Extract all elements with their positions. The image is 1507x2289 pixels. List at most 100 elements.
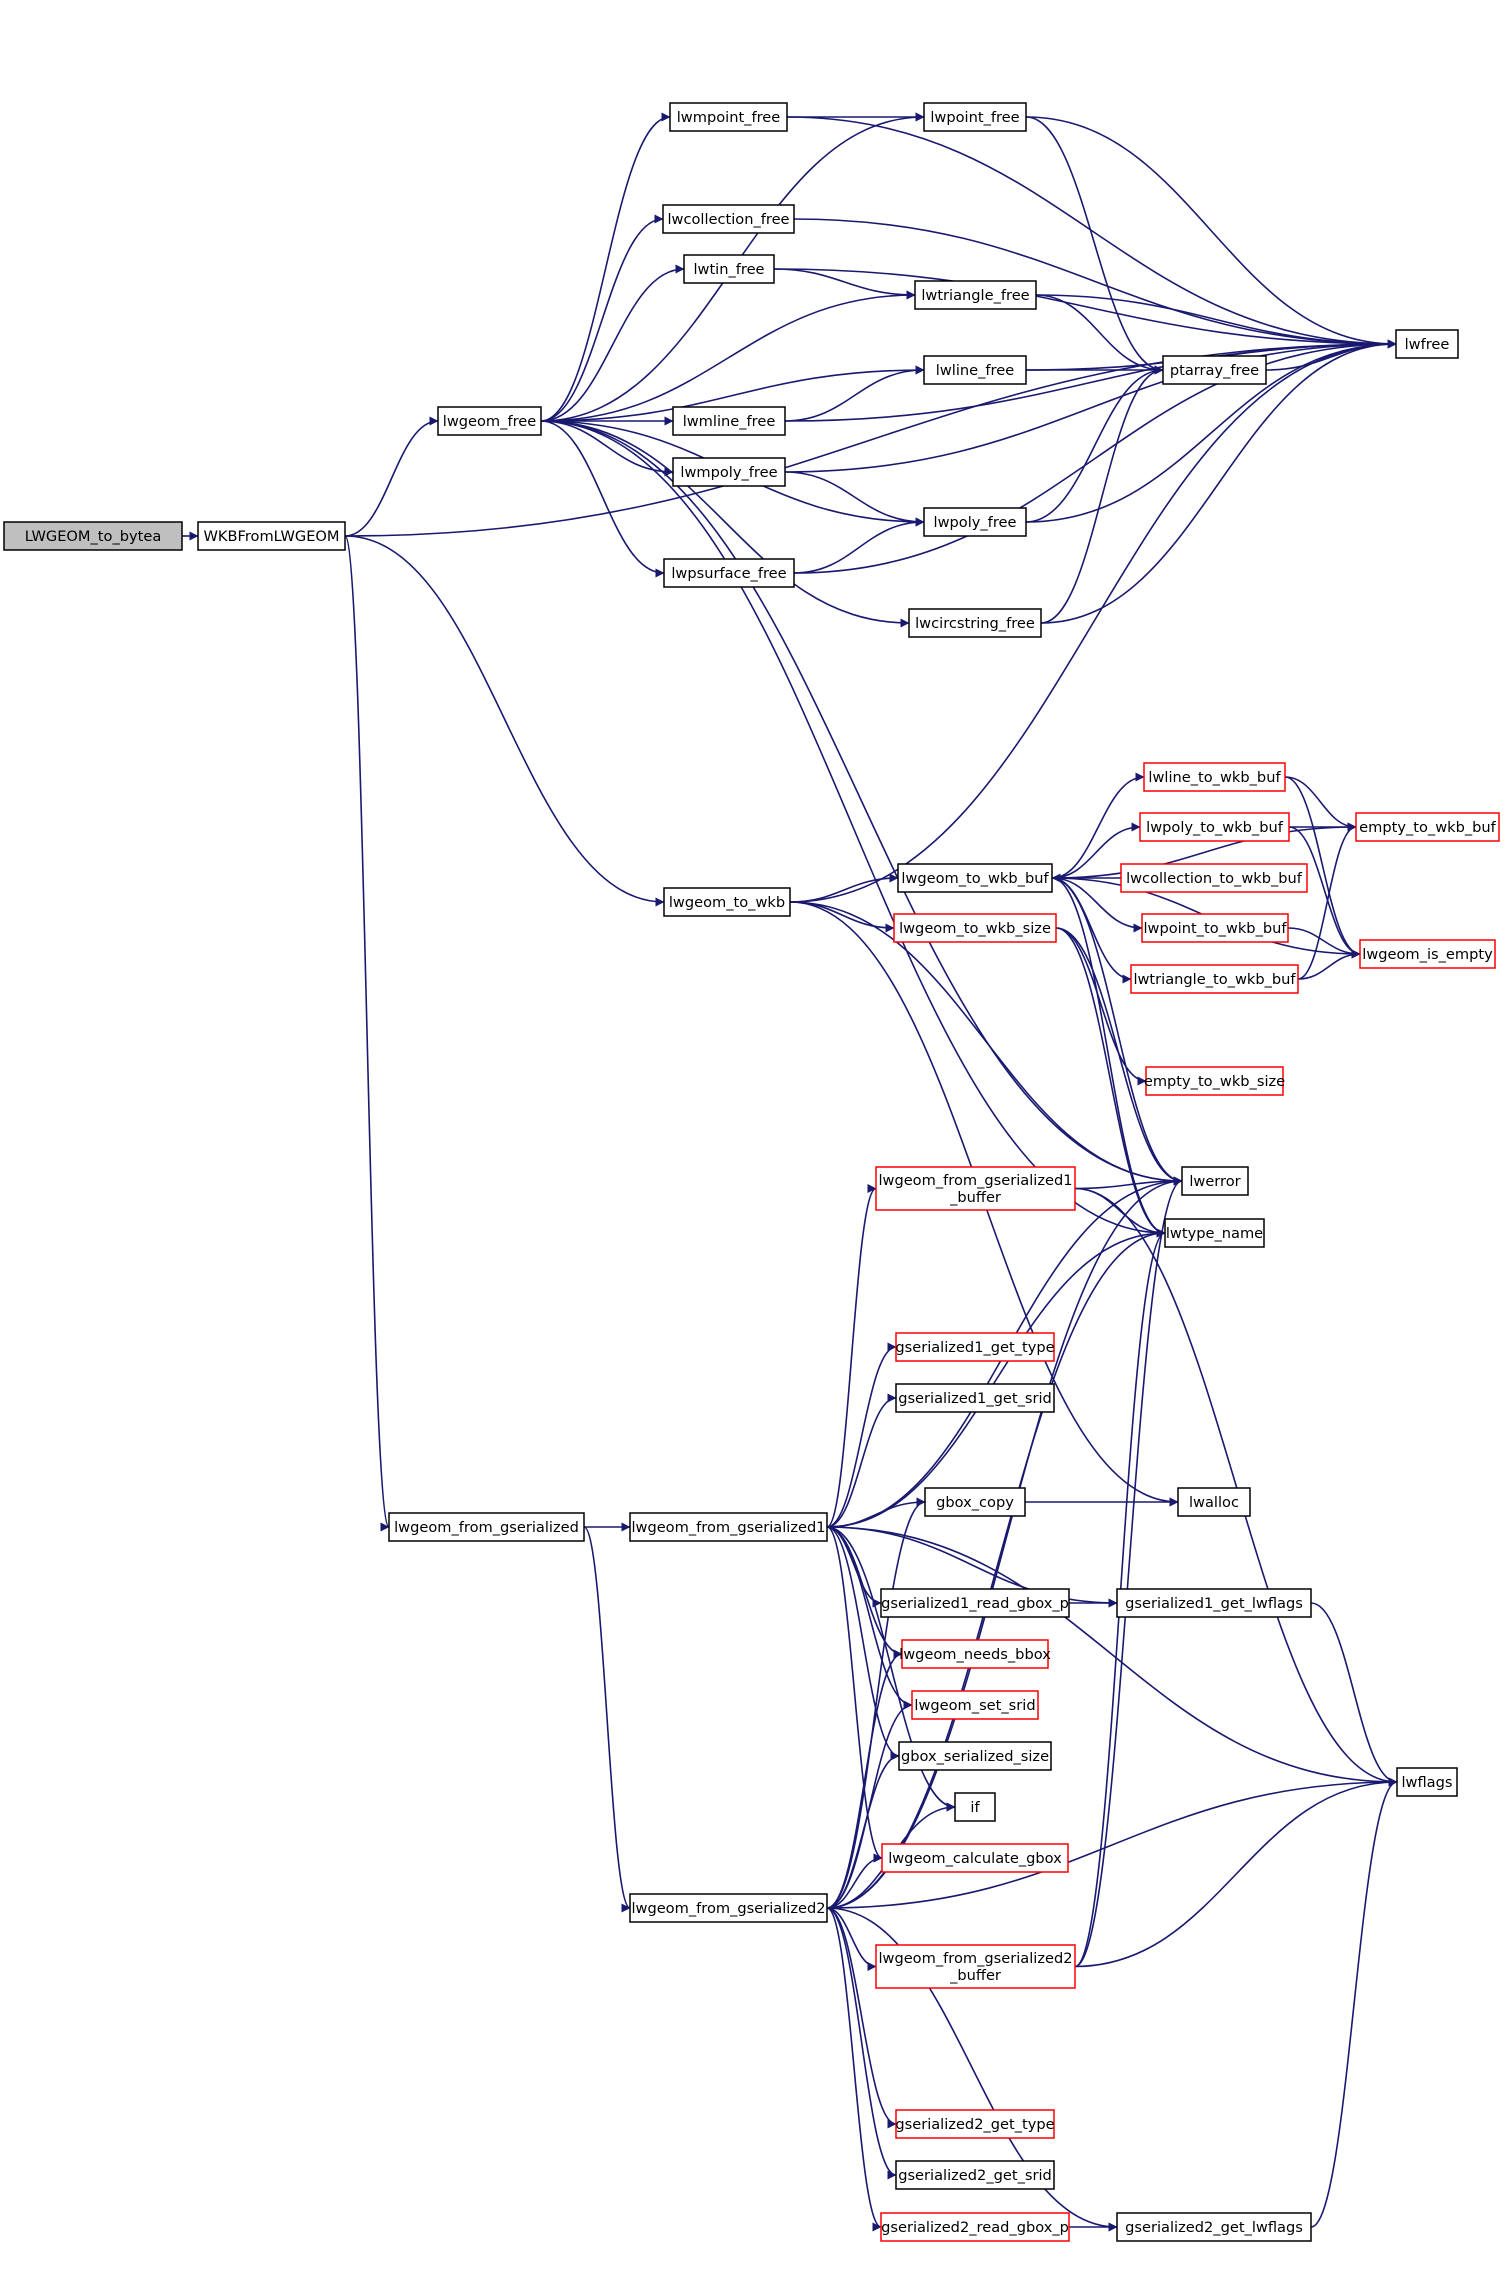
edge-lgtwb-to-lptwb <box>1051 877 1143 933</box>
edge-lpoltwb-to-lgie <box>1288 826 1361 959</box>
node-lmpolf[interactable]: lwmpoly_free <box>672 457 786 487</box>
node-lgfg2b[interactable]: lwgeom_from_gserialized2_buffer <box>875 1944 1076 1989</box>
node-box <box>662 204 795 234</box>
edge-lgtw-to-lwerror <box>789 901 1183 1186</box>
node-lcsf[interactable]: lwcircstring_free <box>908 608 1042 638</box>
node-lgf[interactable]: lwgeom_free <box>437 406 542 436</box>
node-lpf[interactable]: lwpoint_free <box>923 102 1027 132</box>
node-lwalloc[interactable]: lwalloc <box>1177 1487 1251 1517</box>
node-label: lwalloc <box>1189 1494 1239 1511</box>
node-box <box>1139 812 1290 842</box>
edge-lgf-to-lmpf <box>540 112 671 422</box>
node-lgtwb[interactable]: lwgeom_to_wkb_buf <box>897 863 1053 893</box>
node-if[interactable]: if <box>954 1792 996 1822</box>
node-lcf[interactable]: lwcollection_free <box>662 204 795 234</box>
node-ltinf[interactable]: lwtin_free <box>683 254 775 284</box>
node-lgfg1[interactable]: lwgeom_from_gserialized1 <box>629 1512 828 1542</box>
edge-lgf-to-lcsf <box>540 420 910 628</box>
edge-lpsf-to-lpolf <box>793 517 925 574</box>
node-lpolf[interactable]: lwpoly_free <box>923 507 1027 537</box>
node-box <box>898 1741 1052 1771</box>
node-etwb[interactable]: empty_to_wkb_buf <box>1355 812 1500 842</box>
node-label: lwline_to_wkb_buf <box>1148 769 1281 786</box>
node-lgtws[interactable]: lwgeom_to_wkb_size <box>893 913 1057 943</box>
node-ltrtwb[interactable]: lwtriangle_to_wkb_buf <box>1130 964 1299 994</box>
node-lmlf[interactable]: lwmline_free <box>672 406 786 436</box>
node-lgfg[interactable]: lwgeom_from_gserialized <box>388 1512 585 1542</box>
node-label: lwgeom_to_wkb_buf <box>901 870 1049 887</box>
edge-ltrf-to-ptf <box>1035 294 1164 375</box>
node-label: gserialized1_get_lwflags <box>1125 1595 1303 1612</box>
node-label: lwpoly_free <box>934 514 1017 531</box>
node-lltwb[interactable]: lwline_to_wkb_buf <box>1143 762 1286 792</box>
edge-lltwb-to-lgie <box>1284 776 1361 959</box>
node-label: lwgeom_to_wkb_size <box>899 920 1051 937</box>
node-lpsf[interactable]: lwpsurface_free <box>663 558 795 588</box>
edge-lcf-to-lwfree <box>793 218 1397 349</box>
node-label: lwgeom_calculate_gbox <box>888 1850 1062 1867</box>
node-lctwb[interactable]: lwcollection_to_wkb_buf <box>1120 863 1308 893</box>
edge-lgtwb-to-etwb <box>1051 822 1357 879</box>
node-label: lwtin_free <box>693 261 764 278</box>
node-lgie[interactable]: lwgeom_is_empty <box>1359 939 1496 969</box>
node-box <box>924 1487 1026 1517</box>
edge-lgf-to-ltinf <box>540 264 685 422</box>
node-gs1gs[interactable]: gserialized1_get_srid <box>895 1383 1055 1413</box>
node-lgcg[interactable]: lwgeom_calculate_gbox <box>881 1843 1069 1873</box>
node-lgss[interactable]: lwgeom_set_srid <box>911 1690 1039 1720</box>
node-lwerror[interactable]: lwerror <box>1181 1166 1249 1196</box>
node-label: gserialized1_get_type <box>895 1339 1054 1356</box>
node-lpoltwb[interactable]: lwpoly_to_wkb_buf <box>1139 812 1290 842</box>
node-gs1rgp[interactable]: gserialized1_read_gbox_p <box>880 1588 1070 1618</box>
node-gbss[interactable]: gbox_serialized_size <box>898 1741 1052 1771</box>
node-lgfg2[interactable]: lwgeom_from_gserialized2 <box>629 1893 828 1923</box>
edge-lptwb-to-lgie <box>1287 927 1361 959</box>
node-gs2gt[interactable]: gserialized2_get_type <box>895 2109 1055 2139</box>
node-root[interactable]: LWGEOM_to_bytea <box>3 521 183 551</box>
node-label: WKBFromLWGEOM <box>204 528 340 545</box>
edge-lgf-to-lwerror <box>540 420 1183 1186</box>
node-gs2gs[interactable]: gserialized2_get_srid <box>895 2160 1055 2190</box>
node-wkbf[interactable]: WKBFromLWGEOM <box>197 521 346 551</box>
node-gs2gl[interactable]: gserialized2_get_lwflags <box>1116 2212 1312 2242</box>
node-lptwb[interactable]: lwpoint_to_wkb_buf <box>1141 913 1289 943</box>
node-label: lwcollection_to_wkb_buf <box>1126 870 1303 887</box>
edge-lgfg2-to-lwflags <box>826 1777 1398 1909</box>
node-label: lwline_free <box>936 362 1014 379</box>
node-box <box>923 102 1027 132</box>
node-gs1gl[interactable]: gserialized1_get_lwflags <box>1116 1588 1312 1618</box>
node-llf[interactable]: lwline_free <box>923 355 1027 385</box>
node-etws[interactable]: empty_to_wkb_size <box>1144 1066 1285 1096</box>
node-ptf[interactable]: ptarray_free <box>1162 355 1267 385</box>
node-gs1gt[interactable]: gserialized1_get_type <box>895 1332 1055 1362</box>
edge-lgf-to-lpsf <box>540 420 665 578</box>
node-gs2rgp[interactable]: gserialized2_read_gbox_p <box>880 2212 1070 2242</box>
edge-layer <box>182 112 1398 2232</box>
node-lmpf[interactable]: lwmpoint_free <box>669 102 788 132</box>
edge-lgf-to-ltrf <box>540 290 916 422</box>
node-label: lwpoint_free <box>930 109 1019 126</box>
edge-lgfg-to-lgfg2 <box>583 1526 631 1913</box>
node-label: gserialized2_get_type <box>895 2116 1054 2133</box>
node-box <box>893 913 1057 943</box>
edge-lgfg1-to-gs1gs <box>826 1393 897 1528</box>
node-ltrf[interactable]: lwtriangle_free <box>914 280 1037 310</box>
node-lgnb[interactable]: lwgeom_needs_bbox <box>899 1639 1051 1669</box>
node-label: lwfree <box>1405 336 1450 353</box>
node-box <box>1116 2212 1312 2242</box>
edge-lcsf-to-lwfree <box>1040 339 1397 624</box>
node-lwfree[interactable]: lwfree <box>1395 329 1459 359</box>
node-box <box>437 406 542 436</box>
edge-lmpolf-to-lpolf <box>784 471 925 527</box>
node-box <box>197 521 346 551</box>
node-gbc[interactable]: gbox_copy <box>924 1487 1026 1517</box>
edge-lgtws-to-lwerror <box>1055 927 1183 1186</box>
edge-lgfg2b-to-lwerror <box>1074 1176 1183 1968</box>
node-lgfg1b[interactable]: lwgeom_from_gserialized1_buffer <box>875 1166 1076 1211</box>
node-box <box>629 1893 828 1923</box>
node-lwtn[interactable]: lwtype_name <box>1164 1218 1265 1248</box>
node-lgtw[interactable]: lwgeom_to_wkb <box>663 887 791 917</box>
node-lwflags[interactable]: lwflags <box>1396 1767 1458 1797</box>
